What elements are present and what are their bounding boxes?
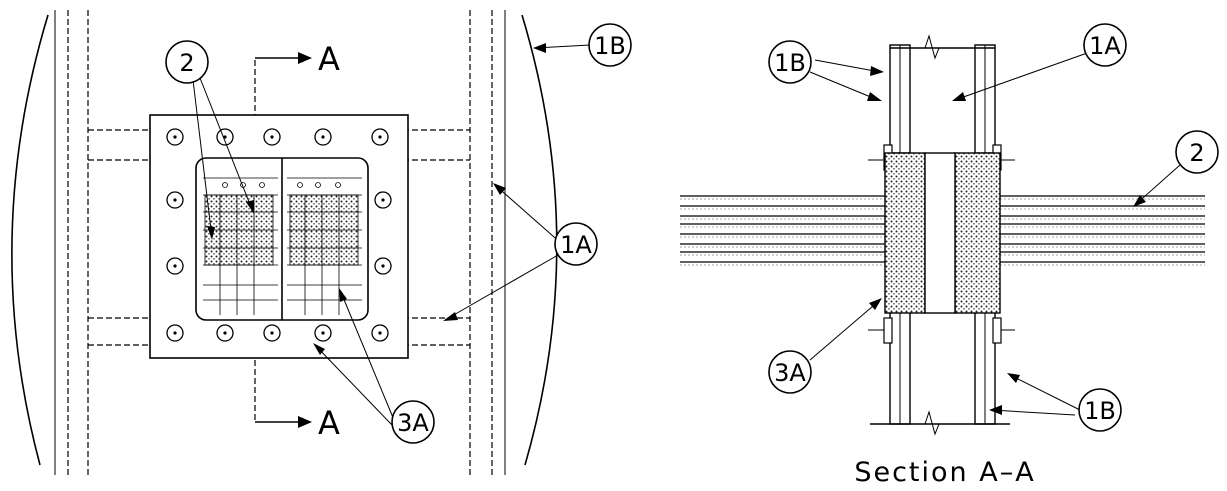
section-cut-bottom: A bbox=[254, 360, 340, 442]
section-callout-1b-bottom: 1B bbox=[1078, 388, 1122, 432]
lower-frame-members bbox=[868, 311, 1015, 436]
callout-2-label: 2 bbox=[179, 49, 194, 77]
bolt bbox=[314, 324, 332, 342]
section-cut-top: A bbox=[254, 40, 340, 120]
section-callout-1a: 1A bbox=[1083, 23, 1127, 67]
callout-1a: 1A bbox=[554, 222, 598, 266]
section-caption: Section A–A bbox=[854, 457, 1035, 488]
left-break-arc bbox=[11, 14, 49, 466]
section-callout-3a-label: 3A bbox=[774, 359, 806, 387]
plate-bolts bbox=[166, 128, 392, 342]
bolt bbox=[216, 324, 234, 342]
bolt bbox=[263, 324, 281, 342]
section-cut-label-top: A bbox=[318, 40, 340, 78]
bolt bbox=[374, 257, 392, 275]
callout-2: 2 bbox=[165, 40, 209, 84]
section-callout-1b-bottom-label: 1B bbox=[1084, 397, 1116, 425]
bolt bbox=[166, 257, 184, 275]
seal-blocks bbox=[884, 152, 1001, 314]
bolt bbox=[374, 191, 392, 209]
section-view: 1B 1A 2 3A 1B Section A–A bbox=[680, 23, 1219, 488]
callout-1b: 1B bbox=[588, 23, 632, 67]
bolt bbox=[166, 128, 184, 146]
bolt bbox=[166, 324, 184, 342]
bolt bbox=[371, 324, 389, 342]
section-callout-1a-label: 1A bbox=[1089, 32, 1121, 60]
section-cut-label-bottom: A bbox=[318, 404, 340, 442]
callout-1b-label: 1B bbox=[594, 32, 626, 60]
cable-grid-panel bbox=[195, 157, 369, 321]
upper-frame-members bbox=[868, 34, 1015, 171]
section-leaders bbox=[809, 51, 1181, 416]
plan-leaders bbox=[192, 43, 591, 426]
section-callout-2-label: 2 bbox=[1189, 139, 1204, 167]
plan-view: A A bbox=[11, 10, 632, 475]
section-callout-2: 2 bbox=[1175, 130, 1219, 174]
bolt bbox=[166, 191, 184, 209]
bolt bbox=[371, 128, 389, 146]
bolt bbox=[314, 128, 332, 146]
section-callout-1b-top-label: 1B bbox=[774, 49, 806, 77]
vertical-frame-members bbox=[54, 10, 506, 475]
callout-3a: 3A bbox=[391, 400, 435, 444]
section-callout-1b-top: 1B bbox=[768, 40, 812, 84]
bolt bbox=[263, 128, 281, 146]
bolt bbox=[216, 128, 234, 146]
section-callout-3a: 3A bbox=[768, 350, 812, 394]
callout-3a-label: 3A bbox=[397, 409, 429, 437]
callout-1a-label: 1A bbox=[560, 231, 592, 259]
right-break-arc bbox=[521, 14, 558, 466]
